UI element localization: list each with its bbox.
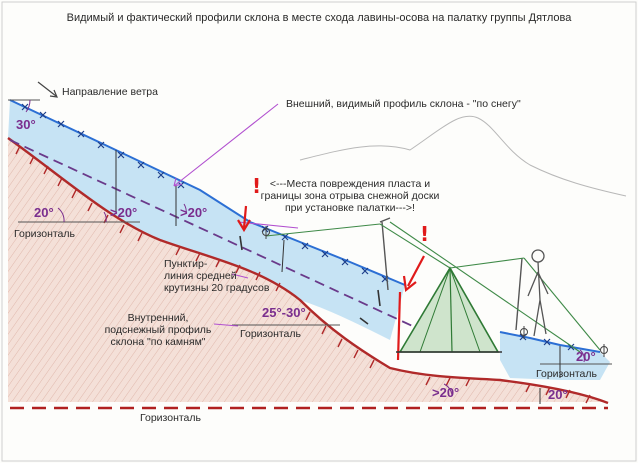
angle-arcs (25, 99, 585, 397)
horizon-label-middle: Горизонталь (240, 328, 301, 340)
inner-profile-line-2: подснежный профиль (104, 324, 212, 336)
human-figure (527, 249, 549, 337)
snow-surface-edge-right (499, 331, 601, 353)
inner-profile-label: Внутренний, подснежный профиль склона "п… (96, 312, 220, 348)
dashed-line-note-line-1: Пунктир- (164, 258, 208, 270)
damage-markers (237, 205, 425, 361)
tent (396, 266, 502, 353)
rock-hatch-marks (15, 145, 591, 404)
horizon-label-left: Горизонталь (14, 228, 75, 240)
horizon-label-right: Горизонталь (536, 368, 597, 380)
short-horizon-lines (8, 99, 612, 365)
stake-marks (262, 226, 608, 357)
wind-arrow (37, 81, 58, 98)
damage-note-line-1: <---Места повреждения пласта и (269, 178, 431, 190)
damage-note: <---Места повреждения пласта и границы з… (260, 178, 440, 214)
angle-label-right: 20° (576, 349, 596, 364)
slab-crack-marks (239, 235, 381, 325)
damage-note-line-3: при установке палатки--->! (285, 202, 415, 214)
outer-profile-label: Внешний, видимый профиль склона - "по сн… (286, 98, 521, 110)
angle-label-left: 20° (34, 205, 54, 220)
tent-guy-ropes (265, 221, 601, 353)
angle-label-slope-a: >20° (110, 205, 138, 220)
horizon-label-bottom: Горизонталь (140, 412, 201, 424)
alert-mark-slope: ! (252, 174, 262, 198)
alert-mark-tent: ! (420, 222, 430, 246)
dashed-line-note-line-2: линия средней (164, 270, 237, 282)
damage-note-line-2: границы зона отрыва снежной доски (260, 190, 440, 202)
average-slope-dashed-line (9, 139, 461, 349)
angle-label-slope-b: >20° (180, 205, 208, 220)
diagram-title: Видимый и фактический профили склона в м… (66, 12, 572, 24)
inner-profile-line-3: склона "по камням" (110, 336, 206, 348)
angle-label-top-left: 30° (16, 117, 36, 132)
dashed-line-note: Пунктир- линия средней крутизны 20 граду… (164, 258, 269, 294)
snow-layer-fill (8, 100, 405, 340)
angle-label-bottom-right: 20° (548, 387, 568, 402)
ski-poles (379, 217, 523, 331)
mountain-silhouette (299, 115, 627, 197)
inner-profile-line-1: Внутренний, (127, 312, 189, 324)
angle-label-bottom-mid: >20° (432, 385, 460, 400)
snow-layer-fill-right (500, 332, 610, 380)
ground-fill (8, 138, 608, 403)
dashed-line-note-line-3: крутизны 20 градусов (164, 282, 270, 294)
angle-label-middle: 25°-30° (262, 305, 306, 320)
wind-direction-label: Направление ветра (62, 86, 158, 98)
thickness-arrows (115, 150, 561, 404)
